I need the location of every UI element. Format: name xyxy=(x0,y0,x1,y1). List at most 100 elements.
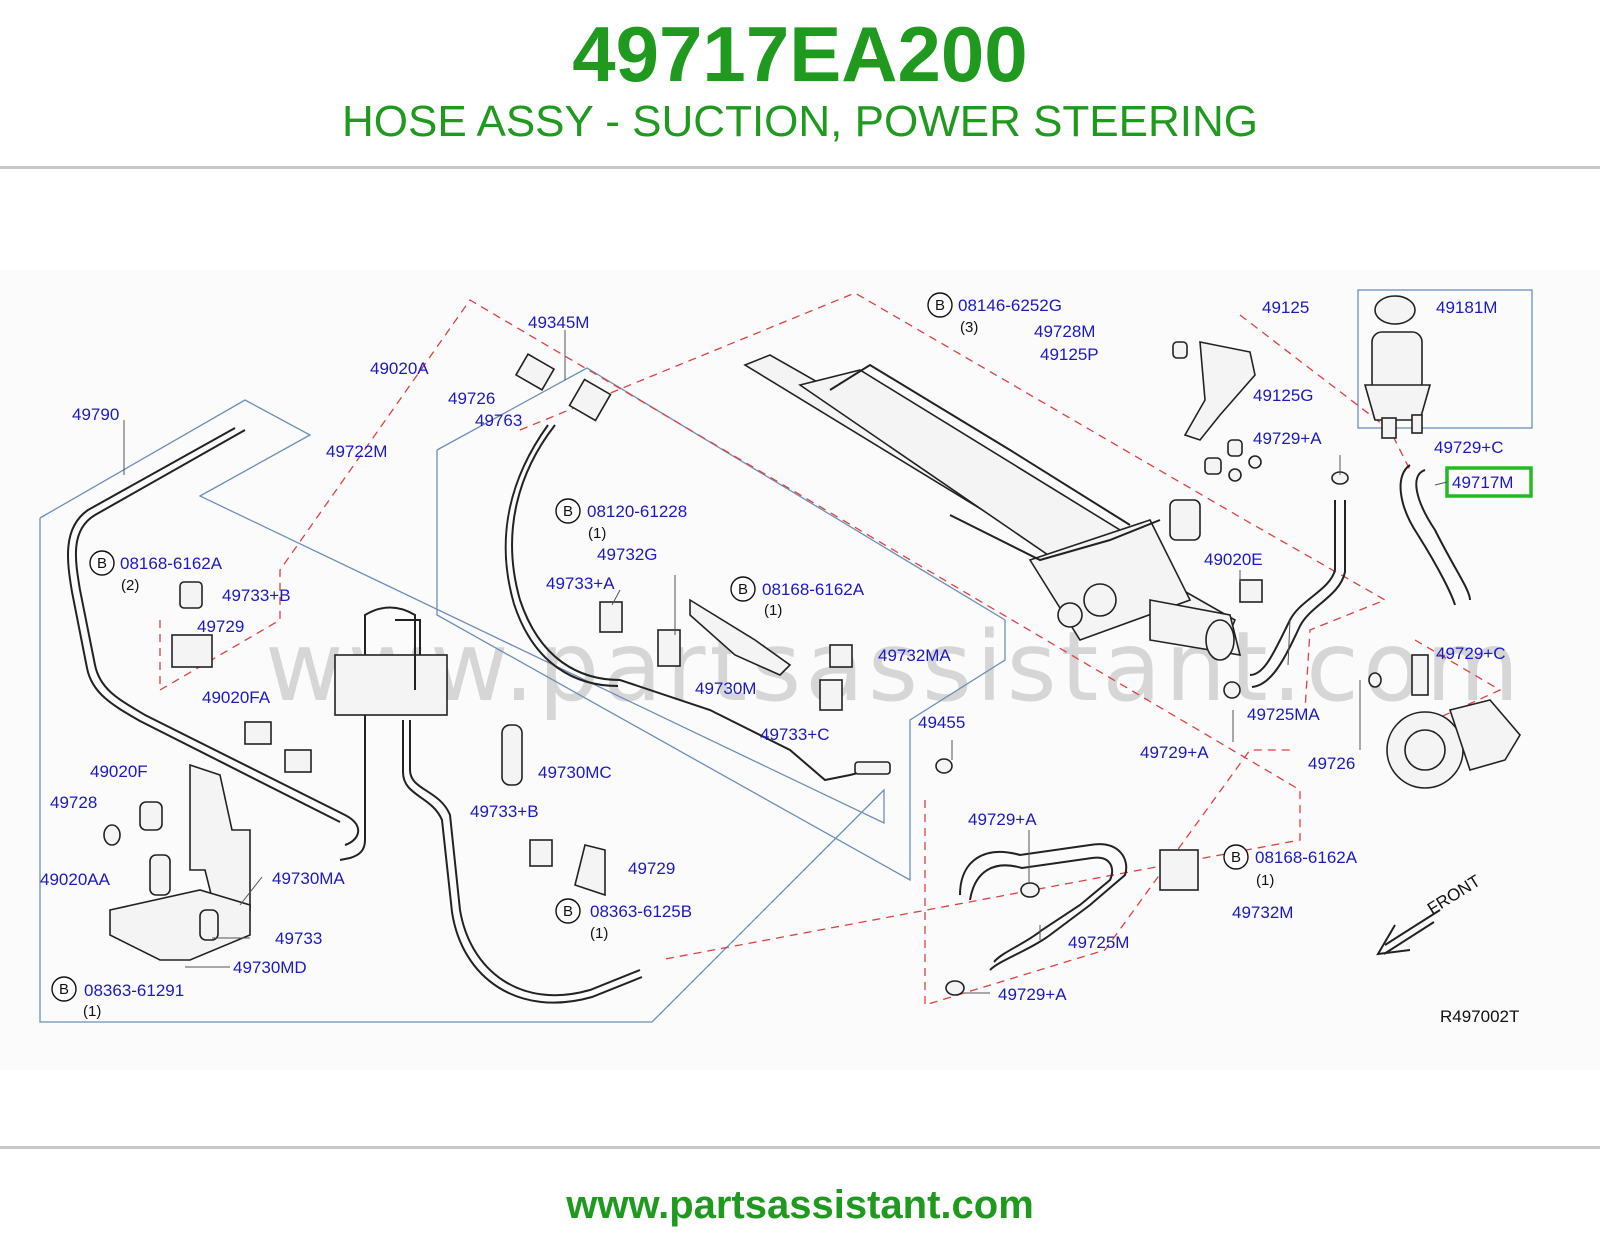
bolt-marker-letter: B xyxy=(1231,849,1241,866)
label-49733-B: 49733+B xyxy=(470,802,539,821)
pressure-tube xyxy=(504,353,891,782)
label-49020AA: 49020AA xyxy=(40,870,111,889)
bolt-marker-letter: B xyxy=(738,581,748,598)
label-49733-A: 49733+A xyxy=(546,574,615,593)
bolt-marker-letter: B xyxy=(97,555,107,572)
return-hose-49725MA-inner xyxy=(1251,500,1346,688)
steering-rack xyxy=(743,354,1242,661)
leader-lines xyxy=(123,330,1448,994)
label-49725M: 49725M xyxy=(1068,933,1129,952)
label-qty: (2) xyxy=(121,577,139,594)
diagram-reference-code: R497002T xyxy=(1440,1007,1519,1026)
bolt-marker xyxy=(555,498,581,524)
guide-pump xyxy=(1389,639,1502,741)
reservoir xyxy=(1363,295,1432,439)
label-49730MD: 49730MD xyxy=(233,958,307,977)
label-08120-61228: 08120-61228 xyxy=(587,502,687,521)
label-49729: 49729 xyxy=(628,859,675,878)
label-49732G: 49732G xyxy=(597,545,658,564)
label-49717M: 49717M xyxy=(1452,473,1513,492)
label-49729-A: 49729+A xyxy=(1140,743,1209,762)
label-49729-A: 49729+A xyxy=(998,985,1067,1004)
label-49728: 49728 xyxy=(50,793,97,812)
label-qty: (3) xyxy=(960,319,978,336)
label-49732MA: 49732MA xyxy=(878,646,951,665)
bolt-marker-letter: B xyxy=(563,503,573,520)
parts-diagram-svg: www.partsassistant.com xyxy=(39,289,1533,1026)
label-08363-61291: 08363-61291 xyxy=(84,981,184,1000)
bolt-marker-letter: B xyxy=(935,297,945,314)
label-49733-B: 49733+B xyxy=(222,586,291,605)
label-qty: (1) xyxy=(83,1003,101,1020)
label-qty: (1) xyxy=(764,602,782,619)
label-49455: 49455 xyxy=(918,713,965,732)
label-08168-6162A: 08168-6162A xyxy=(1255,848,1358,867)
front-arrow-icon xyxy=(1376,909,1441,956)
parts-diagram: www.partsassistant.com xyxy=(0,270,1600,1070)
bolt-marker xyxy=(1223,844,1249,870)
clamp-parts-middle xyxy=(501,598,953,897)
part-number-title: 49717EA200 xyxy=(572,10,1028,98)
bolt-marker xyxy=(89,550,115,576)
part-labels: 49790 49020A 49345M 49726 49763 49722M B… xyxy=(40,292,1519,1026)
power-steering-pump xyxy=(1368,654,1521,789)
label-49726: 49726 xyxy=(448,389,495,408)
part-description: HOSE ASSY - SUCTION, POWER STEERING xyxy=(341,97,1258,146)
label-49732M: 49732M xyxy=(1232,903,1293,922)
frame-reservoir xyxy=(1357,289,1533,429)
bolt-marker-letter: B xyxy=(563,903,573,920)
label-49726: 49726 xyxy=(1308,754,1355,773)
clamp-parts-left xyxy=(103,581,312,961)
label-qty: (1) xyxy=(1256,872,1274,889)
hose-clamp xyxy=(1223,681,1241,699)
label-49729-C: 49729+C xyxy=(1434,438,1503,457)
frame-left xyxy=(39,399,885,1023)
label-49020F: 49020F xyxy=(90,762,148,781)
guide-left xyxy=(159,299,1301,961)
label-49020FA: 49020FA xyxy=(202,688,271,707)
guide-lower xyxy=(924,749,1290,1006)
label-49125G: 49125G xyxy=(1253,386,1314,405)
label-49729: 49729 xyxy=(197,617,244,636)
label-qty: (1) xyxy=(588,525,606,542)
label-08146-6252G: 08146-6252G xyxy=(958,296,1062,315)
header-divider xyxy=(0,166,1600,169)
footer-website-link[interactable]: www.partsassistant.com xyxy=(566,1183,1034,1227)
label-08363-6125B: 08363-6125B xyxy=(590,902,692,921)
watermark: www.partsassistant.com xyxy=(265,611,1523,723)
footer-divider xyxy=(0,1146,1600,1149)
bolt-marker-letter: B xyxy=(59,981,69,998)
label-qty: (1) xyxy=(590,925,608,942)
label-49125P: 49125P xyxy=(1040,345,1099,364)
label-49733-C: 49733+C xyxy=(760,725,829,744)
bolt-marker xyxy=(927,292,953,318)
reservoir-bracket xyxy=(1172,341,1349,603)
bolt-marker xyxy=(555,898,581,924)
label-08168-6162A: 08168-6162A xyxy=(120,554,223,573)
label-49790: 49790 xyxy=(72,405,119,424)
bolt-marker xyxy=(730,576,756,602)
label-49725MA: 49725MA xyxy=(1247,705,1320,724)
return-hose-49725MA xyxy=(1249,500,1336,676)
label-49345M: 49345M xyxy=(528,313,589,332)
label-49722M: 49722M xyxy=(326,442,387,461)
label-49763: 49763 xyxy=(475,411,522,430)
label-49730MC: 49730MC xyxy=(538,763,612,782)
label-49733: 49733 xyxy=(275,929,322,948)
label-49730MA: 49730MA xyxy=(272,869,345,888)
front-direction-label: FRONT xyxy=(1424,871,1484,918)
suction-hose-49717M xyxy=(1415,469,1471,601)
return-hose-49725M xyxy=(945,843,1199,996)
suction-hose-49717M-inner xyxy=(1399,464,1456,606)
label-49730M: 49730M xyxy=(695,679,756,698)
label-49125: 49125 xyxy=(1262,298,1309,317)
label-49729-A: 49729+A xyxy=(1253,429,1322,448)
label-49729-A: 49729+A xyxy=(968,810,1037,829)
label-08168-6162A: 08168-6162A xyxy=(762,580,865,599)
bolt-marker xyxy=(51,976,77,1002)
cooler-tube xyxy=(66,427,643,1004)
label-49020A: 49020A xyxy=(370,359,429,378)
guide-rack xyxy=(519,292,1387,711)
label-49020E: 49020E xyxy=(1204,550,1263,569)
label-49728M: 49728M xyxy=(1034,322,1095,341)
